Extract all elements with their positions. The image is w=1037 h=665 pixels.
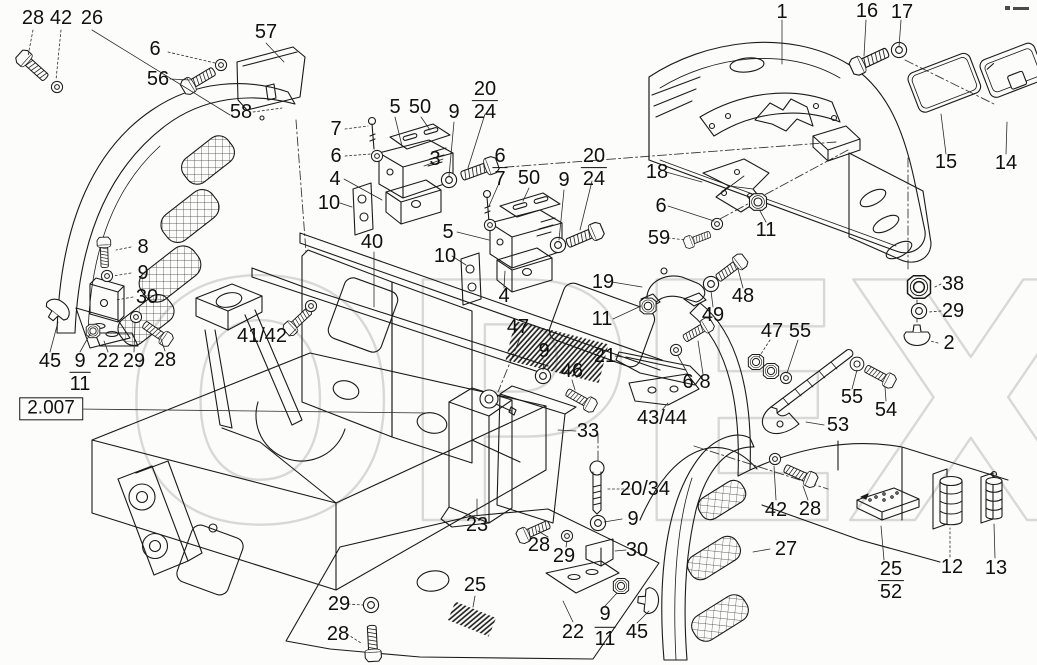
hinge-assembly-b xyxy=(460,189,563,306)
link-rod-53 xyxy=(761,349,854,435)
hood-vent-panel xyxy=(848,152,932,263)
buffer-13 xyxy=(980,470,1003,524)
bolt-28 xyxy=(13,47,52,85)
latch-14 xyxy=(979,42,1037,98)
plate-10 xyxy=(352,182,374,236)
bracket-4 xyxy=(496,247,553,293)
washer-55 xyxy=(849,356,865,372)
nut-11 xyxy=(748,193,768,211)
bolt-16 xyxy=(847,43,893,78)
hood-bracket xyxy=(754,98,814,132)
washer-9 xyxy=(534,367,552,385)
washer-6 xyxy=(214,58,228,72)
watermark-text: ОРЕХ xyxy=(120,214,1037,598)
bolt-28 xyxy=(363,624,383,663)
plate-22 xyxy=(75,307,131,349)
washer-29 xyxy=(362,596,380,614)
angle-bracket-30 xyxy=(89,277,125,323)
washer-42 xyxy=(768,452,782,466)
bolt-20-34-head xyxy=(589,460,605,476)
stud-47 xyxy=(479,389,517,416)
bolt-20-24-a xyxy=(458,154,501,185)
grille-panel-27 xyxy=(661,434,755,661)
nut-47 xyxy=(747,354,765,370)
washer-9 xyxy=(589,514,607,532)
strap-21 xyxy=(615,351,702,386)
washer-9 xyxy=(100,269,114,283)
bracket-4 xyxy=(385,179,442,225)
plate-43-44 xyxy=(628,373,700,406)
grille-panel-26 xyxy=(56,83,296,347)
nut-9 xyxy=(612,578,630,594)
buffer-12 xyxy=(932,468,963,530)
nut-11 xyxy=(639,297,657,315)
washer-29 xyxy=(560,529,574,543)
washer-55 xyxy=(779,371,793,385)
gasket-15 xyxy=(907,52,982,113)
support-column-23 xyxy=(440,387,513,528)
step-plate-25-52 xyxy=(856,487,920,521)
bottom-mount-group xyxy=(545,460,620,594)
leader-lines xyxy=(27,19,1008,644)
nut-38 xyxy=(906,275,932,299)
chassis-frame xyxy=(91,232,1009,660)
washer-29 xyxy=(129,310,143,324)
nut-9 xyxy=(85,323,101,339)
angle-bracket-30 xyxy=(585,538,614,567)
washer-29 xyxy=(910,302,928,320)
washer-42 xyxy=(304,299,318,313)
corner-logo-mark xyxy=(1005,4,1031,12)
plate-22 xyxy=(545,560,620,594)
plate-57-58 xyxy=(236,46,306,111)
hinge-plate-50 xyxy=(499,192,561,218)
washer-49 xyxy=(702,275,720,293)
nut-47 xyxy=(762,363,780,379)
latch-mount xyxy=(812,125,861,162)
pin-7 xyxy=(369,123,376,150)
hood-panel-1 xyxy=(648,41,932,263)
hinge-plate-50 xyxy=(389,123,451,150)
plate-10 xyxy=(460,252,482,306)
washer-6 xyxy=(669,343,683,357)
washer-42 xyxy=(50,80,64,94)
support-plate-33 xyxy=(496,385,577,524)
floor-plate-25 xyxy=(285,508,660,660)
washer-6 xyxy=(710,217,724,231)
